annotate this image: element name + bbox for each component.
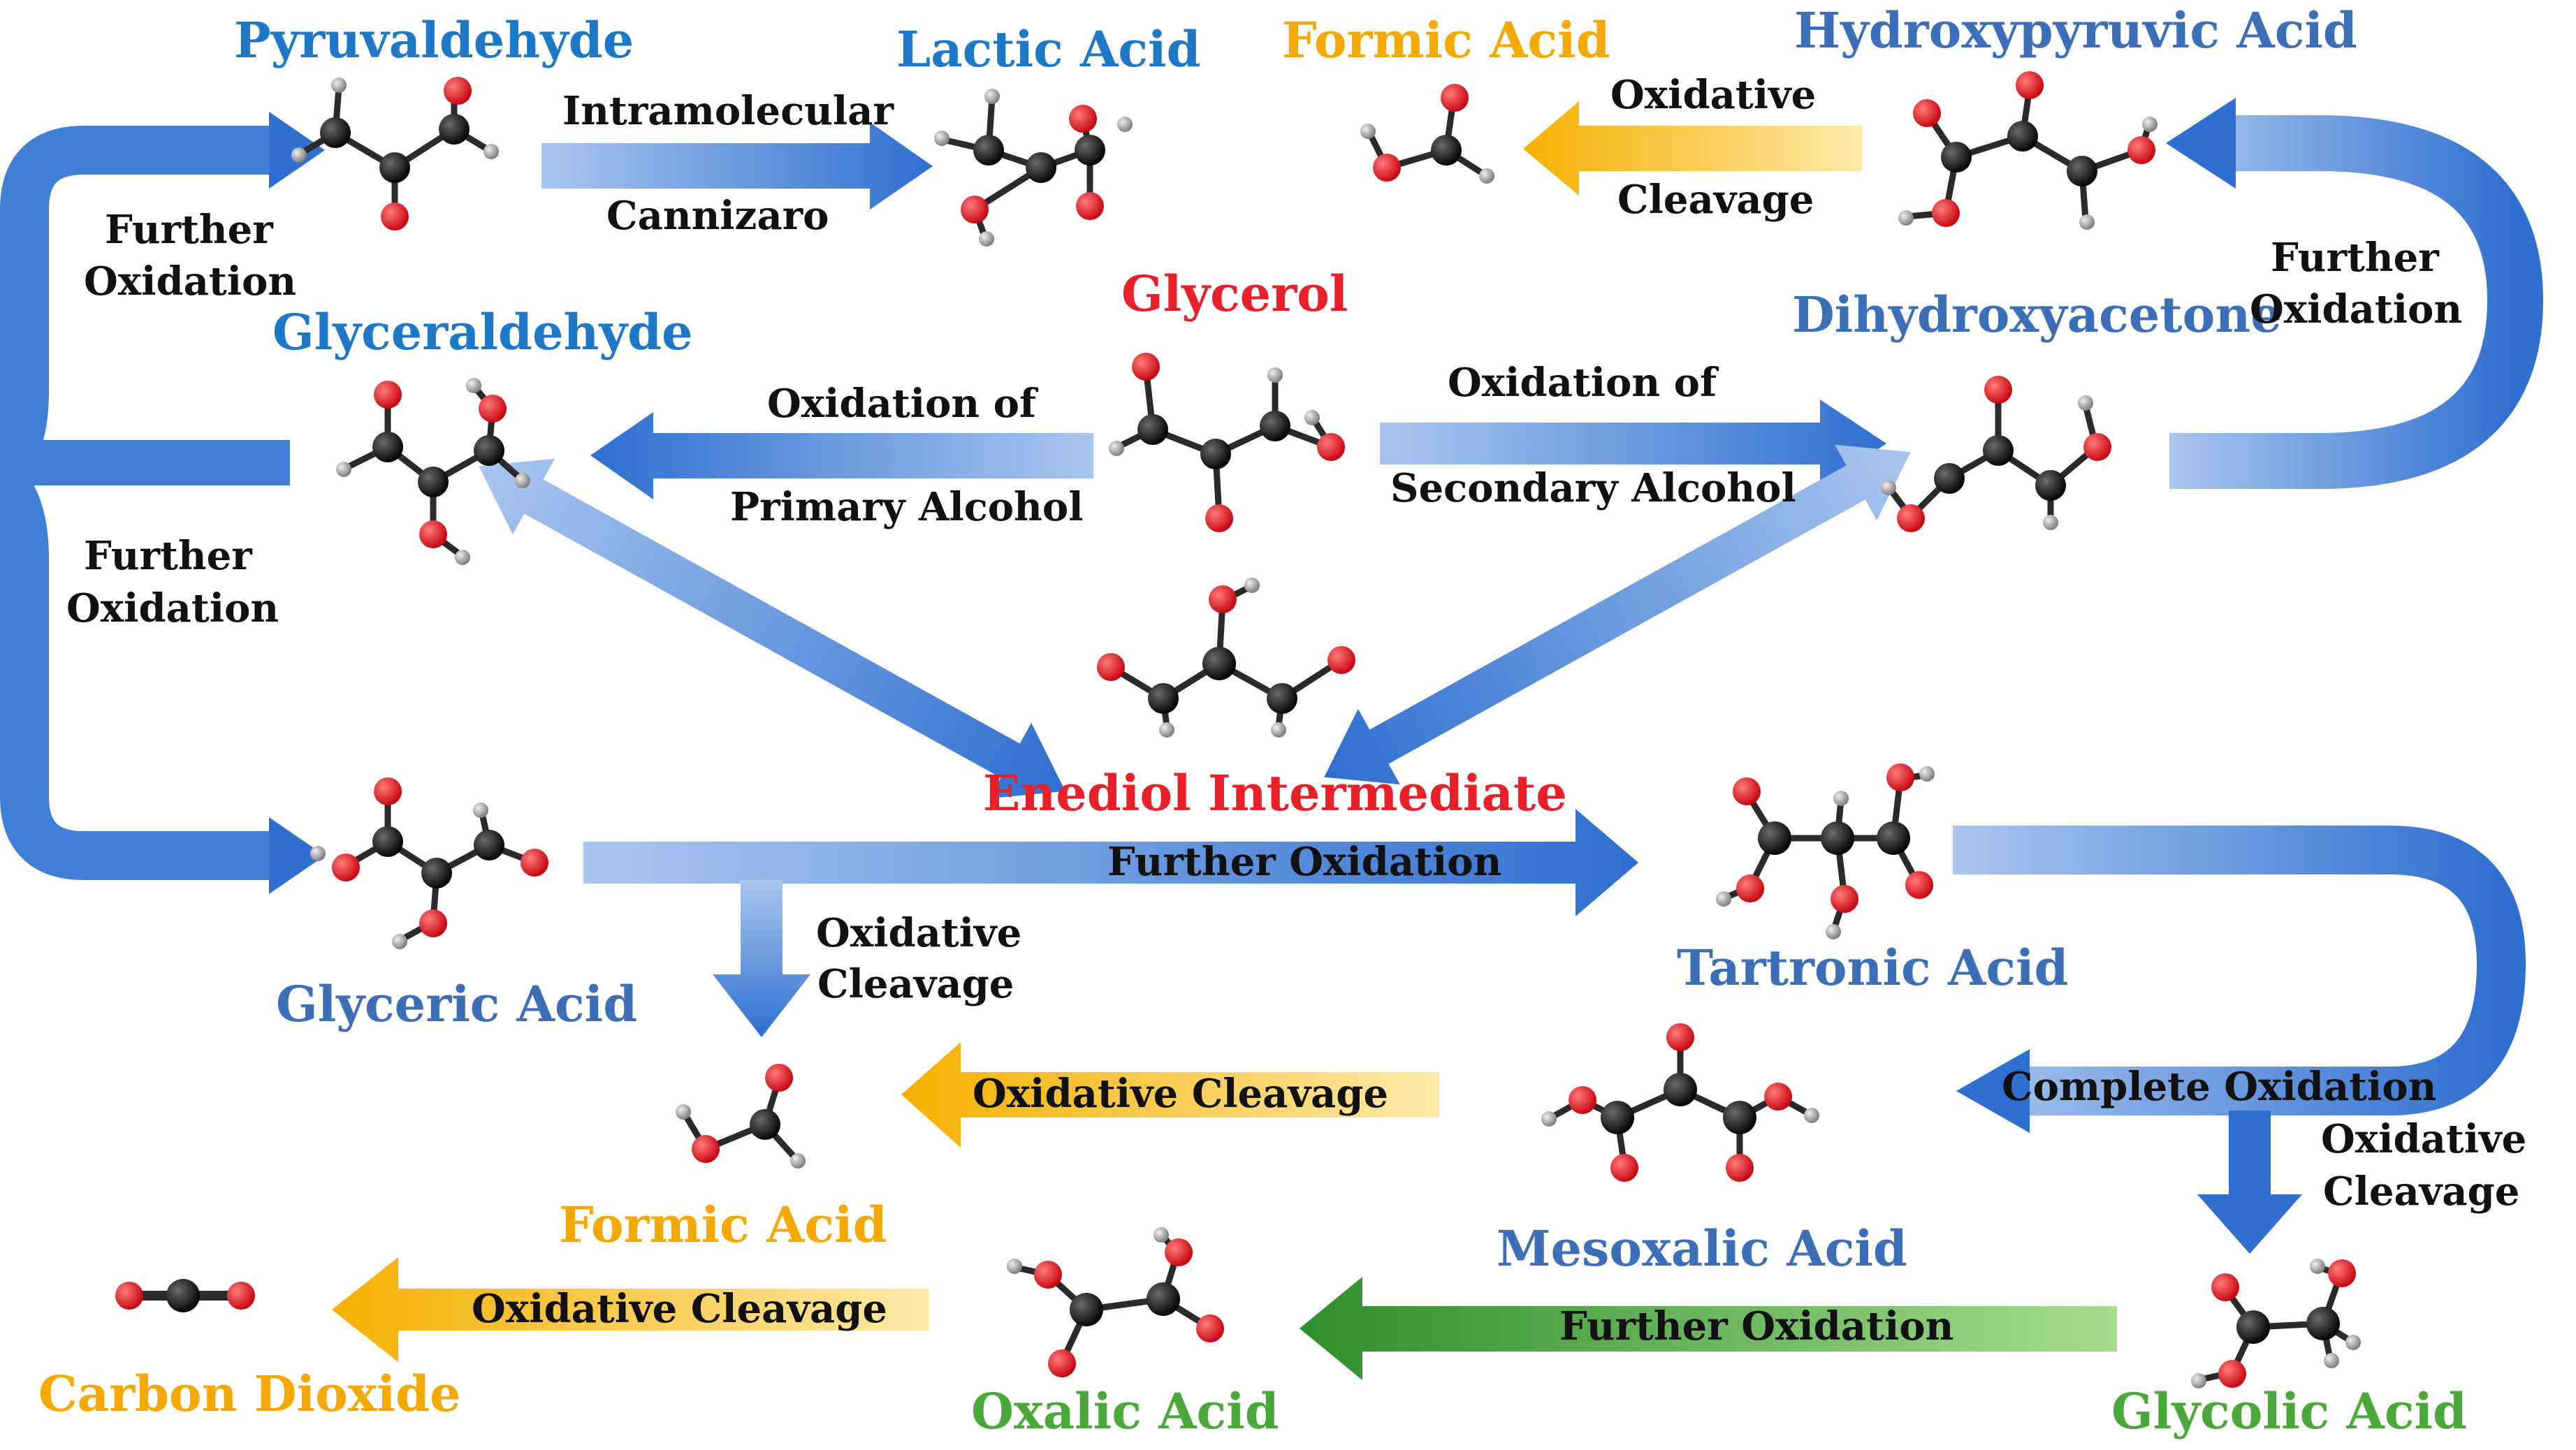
dihydroxyacetone-molecule xyxy=(1881,376,2111,532)
lactic-acid-molecule xyxy=(934,89,1133,247)
carbon-dioxide-molecule xyxy=(115,1279,255,1312)
glycolic-acid-molecule xyxy=(2191,1259,2361,1389)
label-oxidative-cleavage-bottom: Oxidative Cleavage xyxy=(472,1286,887,1332)
label-further-right: Further xyxy=(2271,235,2440,281)
arrow-dha-enediol xyxy=(1324,444,1911,785)
label-tartronic-acid: Tartronic Acid xyxy=(1677,939,2068,997)
arrow-to-glyceric-acid-head xyxy=(269,817,325,894)
glycerol-molecule xyxy=(1109,353,1345,532)
arrow-complete-oxidation-body xyxy=(1953,826,2526,1115)
label-mesoxalic-acid: Mesoxalic Acid xyxy=(1497,1220,1907,1277)
label-further-left-top: Further xyxy=(105,207,274,253)
label-cleavage-top: Cleavage xyxy=(1617,177,1814,223)
label-primary-alcohol: Primary Alcohol xyxy=(730,484,1083,530)
arrow-further-oxidation-middle xyxy=(583,809,1638,916)
label-glycolic-acid: Glycolic Acid xyxy=(2111,1382,2467,1440)
label-oxidation-left-top: Oxidation xyxy=(84,258,296,305)
label-carbon-dioxide: Carbon Dioxide xyxy=(38,1365,461,1423)
arrow-oxidation-primary-alcohol xyxy=(590,412,1093,499)
arrow-oxidative-cleavage-top xyxy=(1523,101,1862,196)
arrow-further-oxidation-green xyxy=(1300,1277,2117,1380)
arrow-oxidative-cleavage-mid xyxy=(901,1042,1439,1148)
arrow-glyceraldehyde-enediol xyxy=(479,458,1065,799)
label-oxidation-of-primary: Oxidation of xyxy=(767,381,1039,427)
arrow-oxidative-cleavage-right xyxy=(2197,1111,2302,1254)
label-cannizaro: Cannizaro xyxy=(606,193,829,239)
mesoxalic-acid-molecule xyxy=(1541,1023,1819,1182)
label-further-oxidation-middle: Further Oxidation xyxy=(1107,839,1501,885)
label-oxidative-cleavage-mid: Oxidative Cleavage xyxy=(973,1071,1388,1117)
arrow-dha-to-hydroxypyruvic-head xyxy=(2166,98,2236,189)
arrow-oxidation-secondary-alcohol xyxy=(1380,400,1886,488)
glyceric-acid-molecule xyxy=(310,777,548,949)
label-lactic-acid: Lactic Acid xyxy=(896,20,1201,78)
label-oxidation-of-secondary: Oxidation of xyxy=(1448,360,1719,406)
arrow-complete-oxidation-head xyxy=(1956,1049,2030,1133)
formic-acid-top-molecule xyxy=(1360,84,1494,184)
label-cleavage-down: Cleavage xyxy=(817,961,1014,1007)
label-oxidation-left-mid: Oxidation xyxy=(66,585,279,631)
label-oxidative-down: Oxidative xyxy=(816,910,1021,956)
arrow-oxidative-cleavage-bottom xyxy=(332,1257,929,1362)
label-oxidative-top: Oxidative xyxy=(1610,72,1816,118)
label-oxalic-acid: Oxalic Acid xyxy=(971,1382,1279,1440)
label-formic-acid-mid: Formic Acid xyxy=(559,1196,887,1254)
arrow-dha-to-hydroxypyruvic-body xyxy=(2169,115,2544,489)
hydroxypyruvic-acid-molecule xyxy=(1898,71,2157,230)
label-intramolecular: Intramolecular xyxy=(562,88,894,134)
label-cleavage-right: Cleavage xyxy=(2323,1169,2519,1215)
label-formic-acid-top: Formic Acid xyxy=(1282,11,1610,69)
label-enediol: Enediol Intermediate xyxy=(983,764,1567,822)
label-hydroxypyruvic-acid: Hydroxypyruvic Acid xyxy=(1794,1,2357,59)
left-bracket-stub xyxy=(24,440,290,485)
label-pyruvaldehyde: Pyruvaldehyde xyxy=(234,11,634,69)
tartronic-acid-molecule xyxy=(1716,763,1935,939)
label-dihydroxyacetone: Dihydroxyacetone xyxy=(1792,286,2282,344)
label-glycerol: Glycerol xyxy=(1121,265,1348,323)
left-bracket-arrow-body xyxy=(0,126,276,880)
enediol-molecule xyxy=(1097,578,1355,738)
label-further-left-mid: Further xyxy=(84,533,253,579)
glyceraldehyde-molecule xyxy=(336,378,530,565)
label-glyceraldehyde: Glyceraldehyde xyxy=(272,303,693,361)
arrow-intramolecular-cannizaro xyxy=(541,122,933,210)
label-oxidative-right: Oxidative xyxy=(2321,1116,2526,1162)
arrow-oxidative-cleavage-down xyxy=(713,880,810,1037)
label-glyceric-acid: Glyceric Acid xyxy=(276,975,637,1033)
label-complete-oxidation: Complete Oxidation xyxy=(2002,1064,2436,1110)
label-further-oxidation-green: Further Oxidation xyxy=(1559,1303,1953,1349)
formic-acid-mid-molecule xyxy=(676,1064,806,1169)
label-secondary-alcohol: Secondary Alcohol xyxy=(1390,465,1796,511)
pyruvaldehyde-molecule xyxy=(291,77,499,230)
oxalic-acid-molecule xyxy=(1007,1227,1224,1377)
label-oxidation-right: Oxidation xyxy=(2250,286,2462,332)
